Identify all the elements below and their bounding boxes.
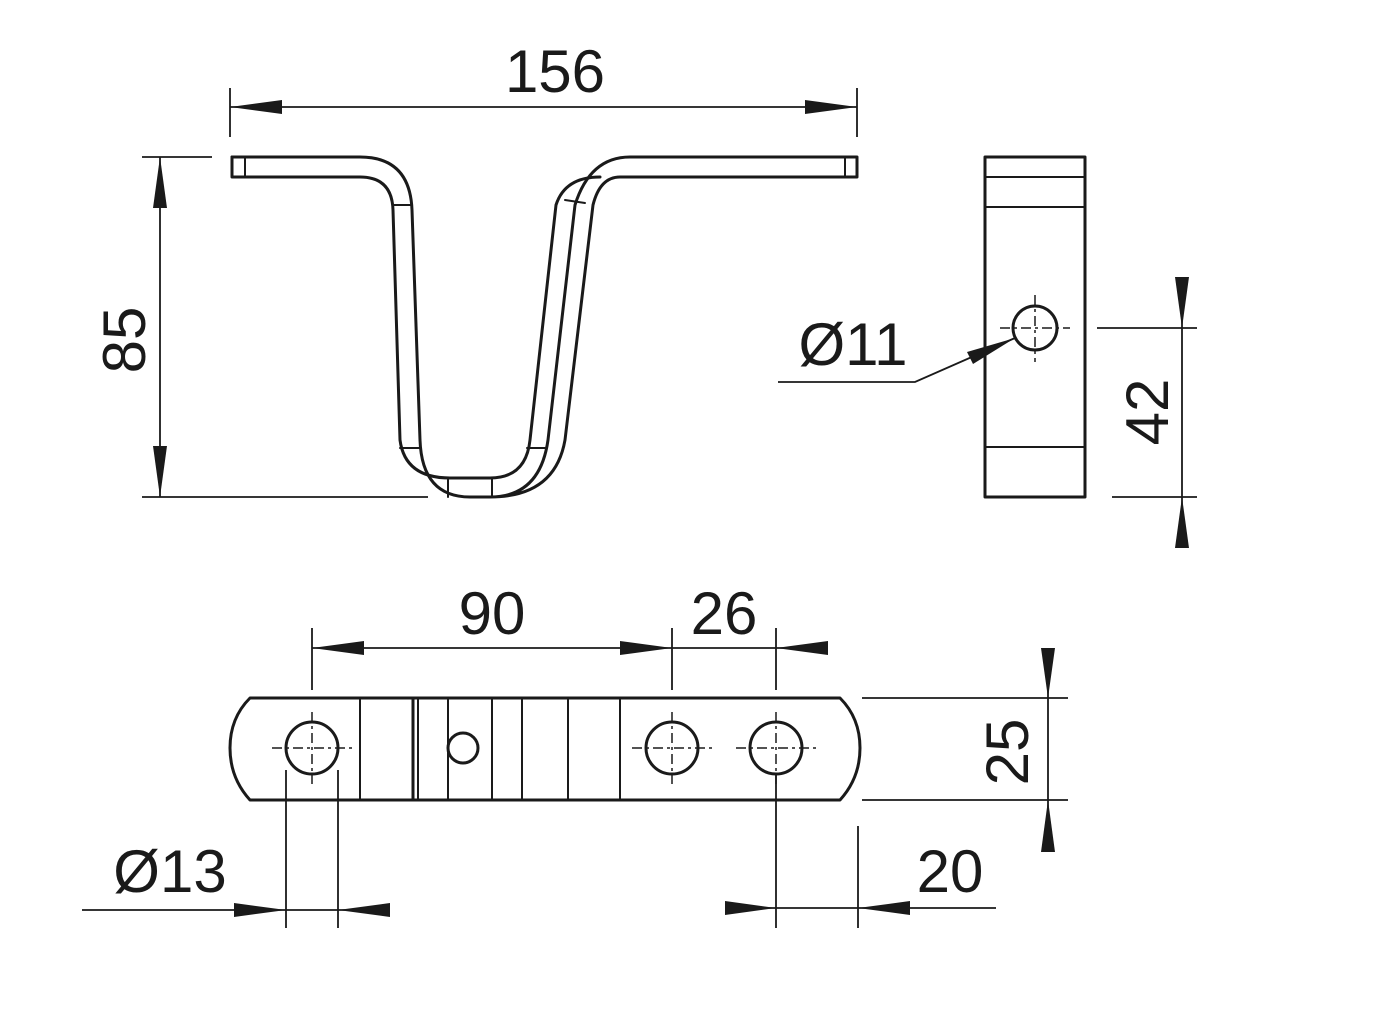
arrowhead [967,338,1015,364]
arrowhead [153,157,167,208]
strap-outline [228,696,862,802]
arrowhead [620,641,672,655]
dimension-label-20: 20 [917,838,984,905]
arrowhead [153,446,167,497]
side-view-outline [983,155,1087,499]
dimension-label-90: 90 [459,580,526,647]
bracket-profile-inner [230,155,602,480]
dimension-label-26: 26 [691,580,758,647]
arrowhead [1041,648,1055,698]
arrowhead [338,903,390,917]
side-view: Ø11 42 [778,155,1197,548]
arrowhead [1175,497,1189,548]
arrowhead [1041,800,1055,852]
dimension-label-dia-11: Ø11 [799,311,908,378]
dimension-label-85: 85 [91,307,158,374]
arrowhead [1175,277,1189,328]
bend-line [564,199,586,204]
dimension-label-25: 25 [974,719,1041,786]
arrowhead [725,901,776,915]
top-view: 90 26 25 Ø13 20 [82,580,1068,928]
arrowhead [776,641,828,655]
dimension-label-42: 42 [1114,379,1181,446]
dimension-label-156: 156 [505,38,605,105]
small-hole [446,731,480,765]
arrowhead [312,641,364,655]
arrowhead [230,100,282,114]
arrowhead [805,100,857,114]
dimension-label-dia-13: Ø13 [113,838,226,905]
arrowhead [858,901,910,915]
front-view: 156 85 [91,38,859,499]
bracket-profile-outline [230,155,859,499]
arrowhead [234,903,286,917]
